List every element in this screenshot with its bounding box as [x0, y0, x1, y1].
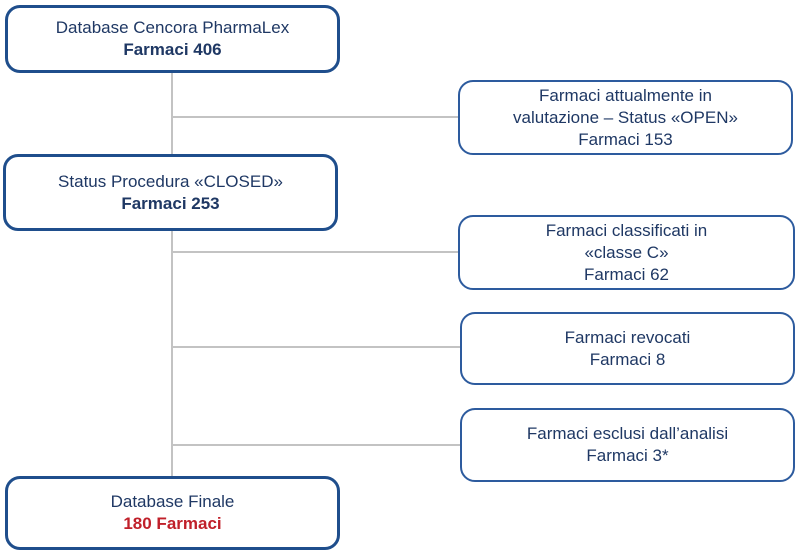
connector-branch-esclusi [172, 444, 460, 446]
connector-branch-open [172, 116, 460, 118]
node-count: Farmaci 253 [121, 193, 220, 213]
node-label: Farmaci revocati [564, 327, 691, 347]
node-count: Farmaci 8 [589, 349, 666, 369]
node-database-finale: Database Finale 180 Farmaci [5, 476, 340, 550]
node-status-closed: Status Procedura «CLOSED» Farmaci 253 [3, 154, 338, 231]
connector-branch-revocati [172, 346, 460, 348]
node-database-source: Database Cencora PharmaLex Farmaci 406 [5, 5, 340, 73]
node-label: Farmaci attualmente in [539, 85, 712, 105]
node-count: Farmaci 406 [123, 40, 222, 59]
node-label: Farmaci classificati in [545, 220, 708, 240]
node-label: «classe C» [584, 242, 669, 262]
node-label: valutazione – Status «OPEN» [513, 107, 738, 127]
node-label: Status Procedura «CLOSED» [58, 171, 283, 191]
node-status-open: Farmaci attualmente in valutazione – Sta… [458, 80, 793, 155]
connector-vertical-main [171, 73, 173, 477]
node-count: Farmaci 153 [578, 129, 673, 149]
node-classe-c: Farmaci classificati in «classe C» Farma… [458, 215, 795, 290]
node-count: Farmaci 3* [586, 446, 669, 465]
node-label: Database Finale [110, 492, 235, 511]
node-label: Farmaci esclusi dall’analisi [526, 424, 729, 443]
node-esclusi: Farmaci esclusi dall’analisi Farmaci 3* [460, 408, 795, 482]
node-revocati: Farmaci revocati Farmaci 8 [460, 312, 795, 385]
node-label: Database Cencora PharmaLex [55, 18, 290, 37]
connector-branch-classe-c [172, 251, 460, 253]
node-count-final: 180 Farmaci [123, 514, 222, 533]
node-count: Farmaci 62 [583, 264, 670, 284]
